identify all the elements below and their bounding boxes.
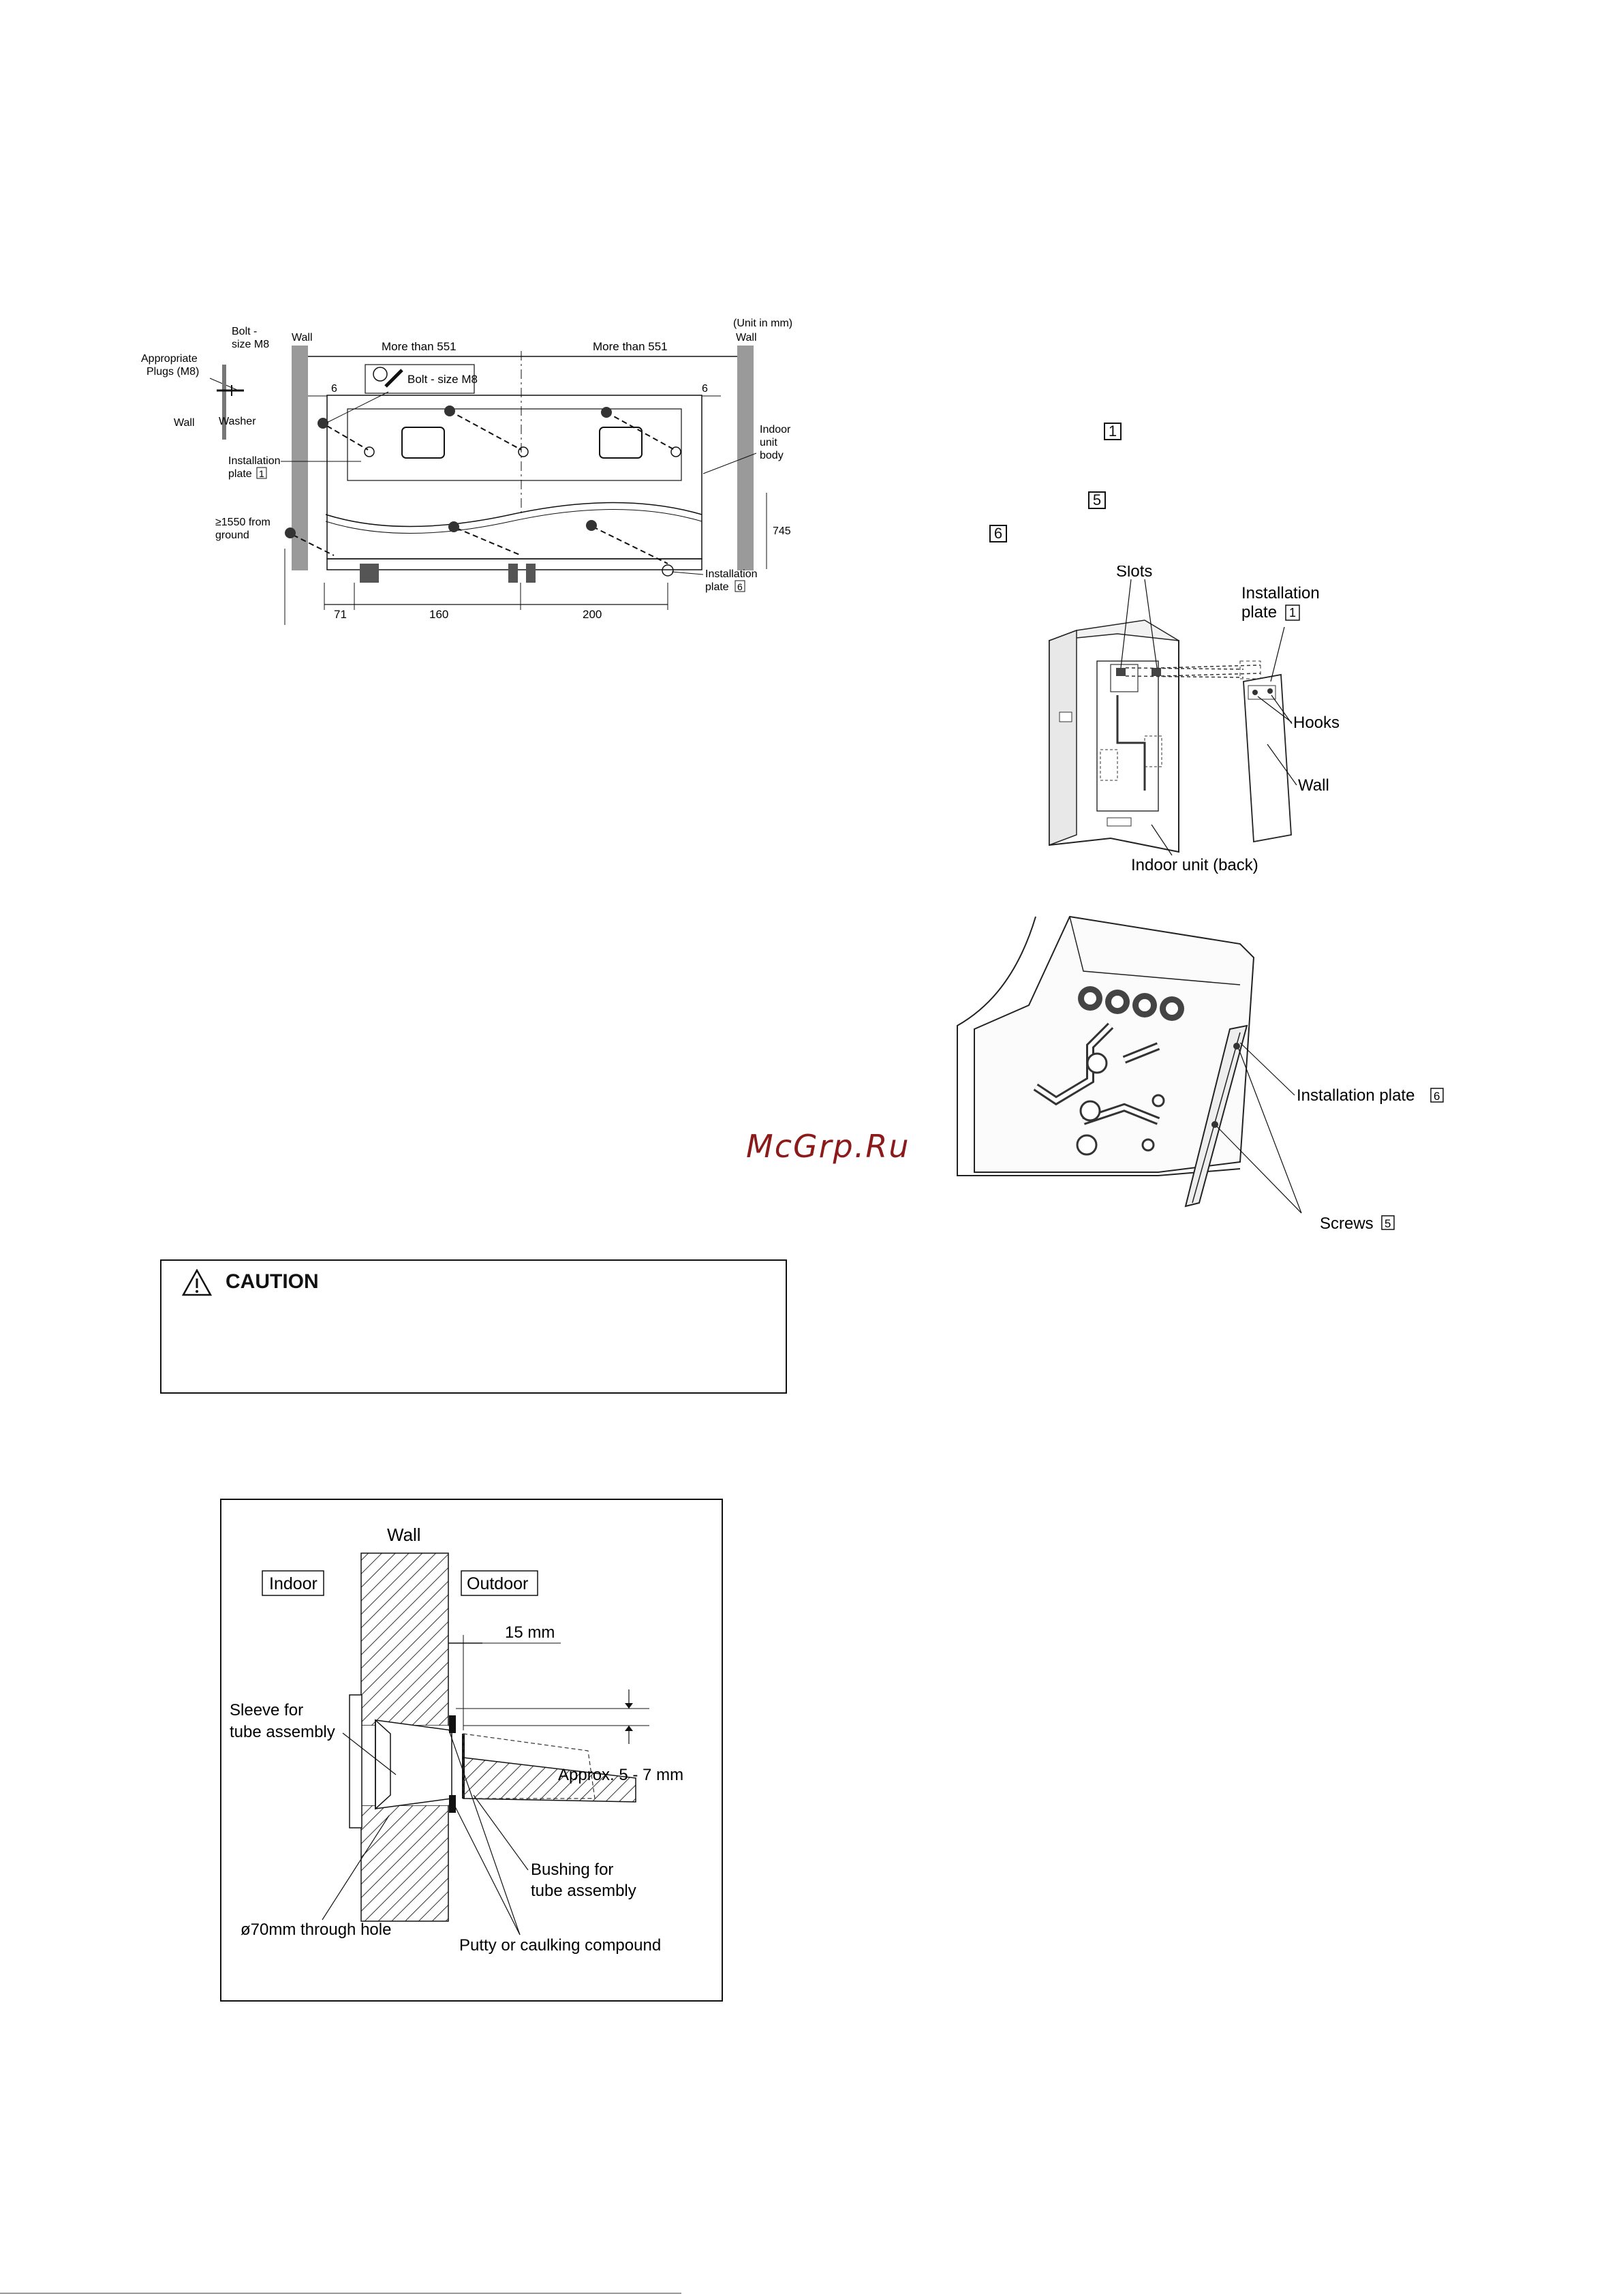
installation-plate-6-label-a: Installation (705, 568, 758, 580)
installation-plate-1-num: 1 (259, 468, 264, 479)
dim-745: 745 (773, 525, 791, 537)
sleeve-label-1: Sleeve for (230, 1701, 303, 1719)
reference-mark-1: 1 (1104, 423, 1122, 440)
wall-title: Wall (387, 1525, 421, 1545)
caution-title: CAUTION (226, 1270, 319, 1293)
unit-note: (Unit in mm) (733, 318, 792, 329)
wall-label: Wall (1298, 776, 1329, 795)
dim-more-than-left: More than 551 (382, 340, 457, 353)
caution-box: CAUTION (160, 1259, 787, 1394)
plugs-label-1: Appropriate (141, 353, 198, 365)
dim-6-left: 6 (331, 383, 337, 395)
washer-label: Washer (219, 416, 256, 427)
installation-plate-label: Installation plate (1297, 1086, 1415, 1105)
installation-plate-label-1: Installation (1241, 584, 1320, 602)
watermark: McGrp.Ru (746, 1128, 910, 1165)
right-wall (737, 346, 754, 570)
through-hole-label: ø70mm through hole (241, 1920, 391, 1939)
installation-plate-6-label-b: plate (705, 581, 729, 593)
indoor-unit-body-1: Indoor (760, 424, 791, 435)
outdoor-label: Outdoor (467, 1574, 528, 1593)
approx-label: Approx. 5 - 7 mm (558, 1766, 683, 1784)
installation-plate-1-label-b: plate (228, 468, 252, 480)
dim-200: 200 (583, 608, 602, 621)
installation-plate-num: 1 (1289, 606, 1296, 619)
sleeve-label-2: tube assembly (230, 1723, 335, 1741)
warning-triangle-icon (182, 1269, 212, 1296)
hooks-label: Hooks (1293, 714, 1340, 732)
putty-label: Putty or caulking compound (459, 1936, 661, 1955)
indoor-unit-back-diagram: Slots Installation plate 1 Hooks Wall In… (1049, 566, 1340, 874)
slots-label: Slots (1116, 566, 1152, 581)
installation-plate-num: 6 (1434, 1090, 1440, 1103)
bushing-label-2: tube assembly (531, 1882, 636, 1900)
installation-plate-1-label-a: Installation (228, 455, 281, 467)
installation-plate-screws-diagram: Installation plate 6 Screws 5 (957, 915, 1444, 1233)
installation-dimension-diagram: Wall Wall (Unit in mm) More than 551 Mor… (141, 318, 792, 625)
reference-mark-6: 6 (989, 525, 1007, 542)
indoor-unit-body-3: body (760, 450, 784, 461)
wall-side-label: Wall (174, 417, 195, 429)
reference-mark-5: 5 (1088, 491, 1106, 509)
dim-6-right: 6 (702, 383, 708, 395)
from-ground-1: ≥1550 from (215, 517, 270, 528)
dim-more-than-right: More than 551 (593, 340, 668, 353)
from-ground-2: ground (215, 530, 249, 541)
installation-plate-6-num: 6 (737, 581, 743, 592)
right-wall-label: Wall (736, 332, 757, 343)
indoor-unit-back-label: Indoor unit (back) (1131, 856, 1258, 874)
indoor-unit-body-2: unit (760, 437, 777, 448)
dim-160: 160 (429, 608, 448, 621)
bolt-callout: Bolt - size M8 (407, 373, 478, 386)
bolt-size-label-2: size M8 (232, 339, 269, 350)
screws-num: 5 (1385, 1217, 1391, 1230)
footer-rule (0, 2293, 681, 2294)
wall-sleeve-diagram: Wall Indoor Outdoor 15 mm Approx. 5 - 7 … (220, 1499, 723, 2002)
screws-label: Screws (1320, 1214, 1374, 1233)
dim-71: 71 (334, 608, 347, 621)
indoor-label: Indoor (269, 1574, 318, 1593)
bolt-size-label-1: Bolt - (232, 326, 257, 337)
installation-plate-label-2: plate (1241, 603, 1277, 622)
bushing-label-1: Bushing for (531, 1861, 613, 1879)
dim-15mm: 15 mm (505, 1623, 555, 1642)
plugs-label-2: Plugs (M8) (146, 366, 199, 378)
left-wall-label: Wall (292, 332, 313, 343)
